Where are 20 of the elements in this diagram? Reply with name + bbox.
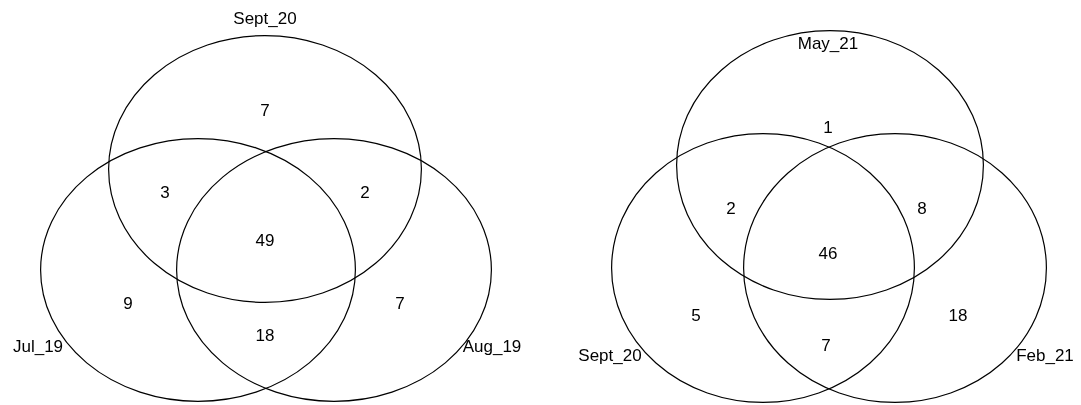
set-label: Sept_20 [578,346,642,364]
region-count: 7 [395,294,405,312]
region-count: 5 [691,306,701,324]
region-count: 49 [255,231,275,249]
set-label: Feb_21 [1016,346,1074,364]
region-count: 9 [123,294,133,312]
set-label: Sept_20 [233,9,297,27]
region-count: 7 [821,336,831,354]
region-count: 18 [948,306,968,324]
region-count: 3 [160,183,170,201]
set-label: Jul_19 [12,337,64,355]
set-label: Aug_19 [462,337,522,355]
region-count: 8 [917,199,927,217]
region-count: 7 [260,101,270,119]
region-count: 46 [818,244,838,262]
set-label: May_21 [797,34,859,52]
region-count: 2 [726,199,736,217]
region-count: 2 [360,183,370,201]
region-count: 18 [255,326,275,344]
region-count: 1 [823,118,833,136]
